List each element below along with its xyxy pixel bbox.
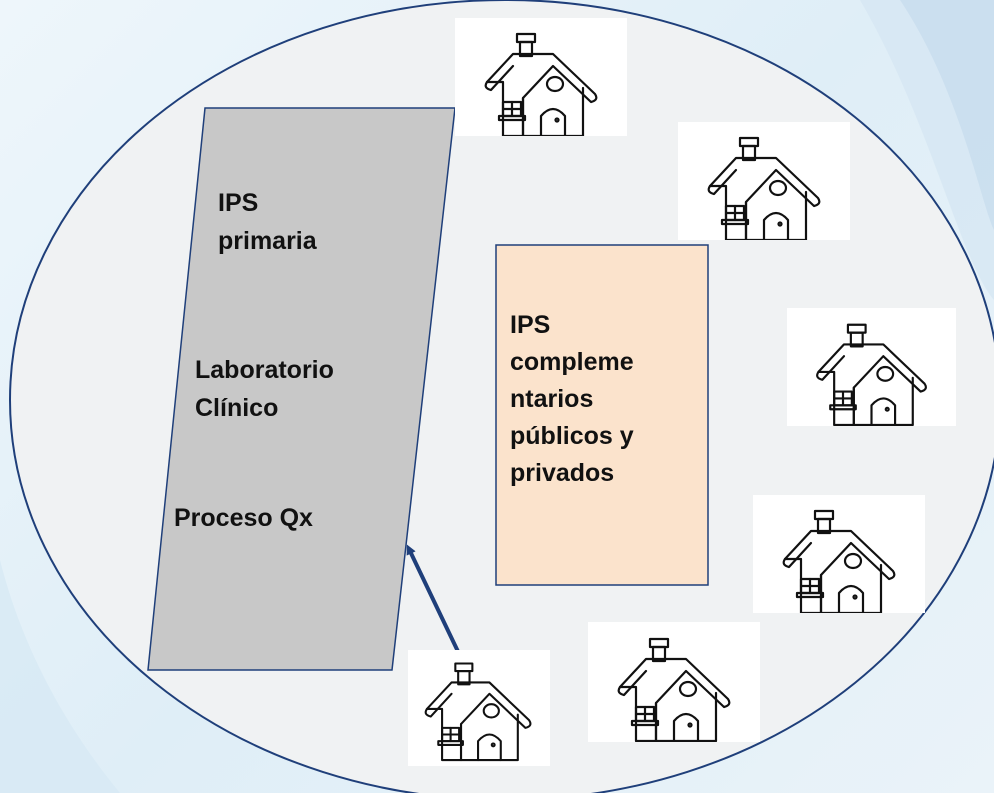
house-card-4	[753, 495, 925, 613]
lab-line2: Clínico	[195, 394, 279, 422]
house-icon	[617, 637, 731, 742]
house-icon	[816, 323, 927, 426]
house-icon	[782, 509, 896, 613]
complementary-line1: IPS	[510, 311, 551, 339]
house-icon	[484, 32, 598, 136]
primary-ips-block	[147, 107, 456, 671]
house-card-5	[588, 622, 760, 742]
lab-label: Laboratorio Clínico	[195, 354, 334, 424]
complementary-ips-block	[495, 244, 709, 586]
complementary-line4: públicos y	[510, 422, 634, 450]
house-icon	[707, 136, 821, 240]
primary-title-line1: IPS	[218, 189, 259, 217]
house-card-3	[787, 308, 956, 426]
primary-title: IPS primaria	[218, 187, 317, 257]
complementary-line5: privados	[510, 459, 615, 487]
complementary-line2: compleme	[510, 348, 634, 376]
house-card-2	[678, 122, 850, 240]
primary-title-line2: primaria	[218, 227, 317, 255]
house-card-6	[408, 650, 550, 766]
house-card-1	[455, 18, 627, 136]
process-label: Proceso Qx	[174, 504, 313, 532]
house-icon	[424, 662, 532, 762]
referral-arrow	[406, 544, 465, 663]
lab-line1: Laboratorio	[195, 356, 334, 384]
complementary-line3: ntarios	[510, 385, 594, 413]
complementary-label: IPS compleme ntarios públicos y privados	[510, 307, 634, 492]
